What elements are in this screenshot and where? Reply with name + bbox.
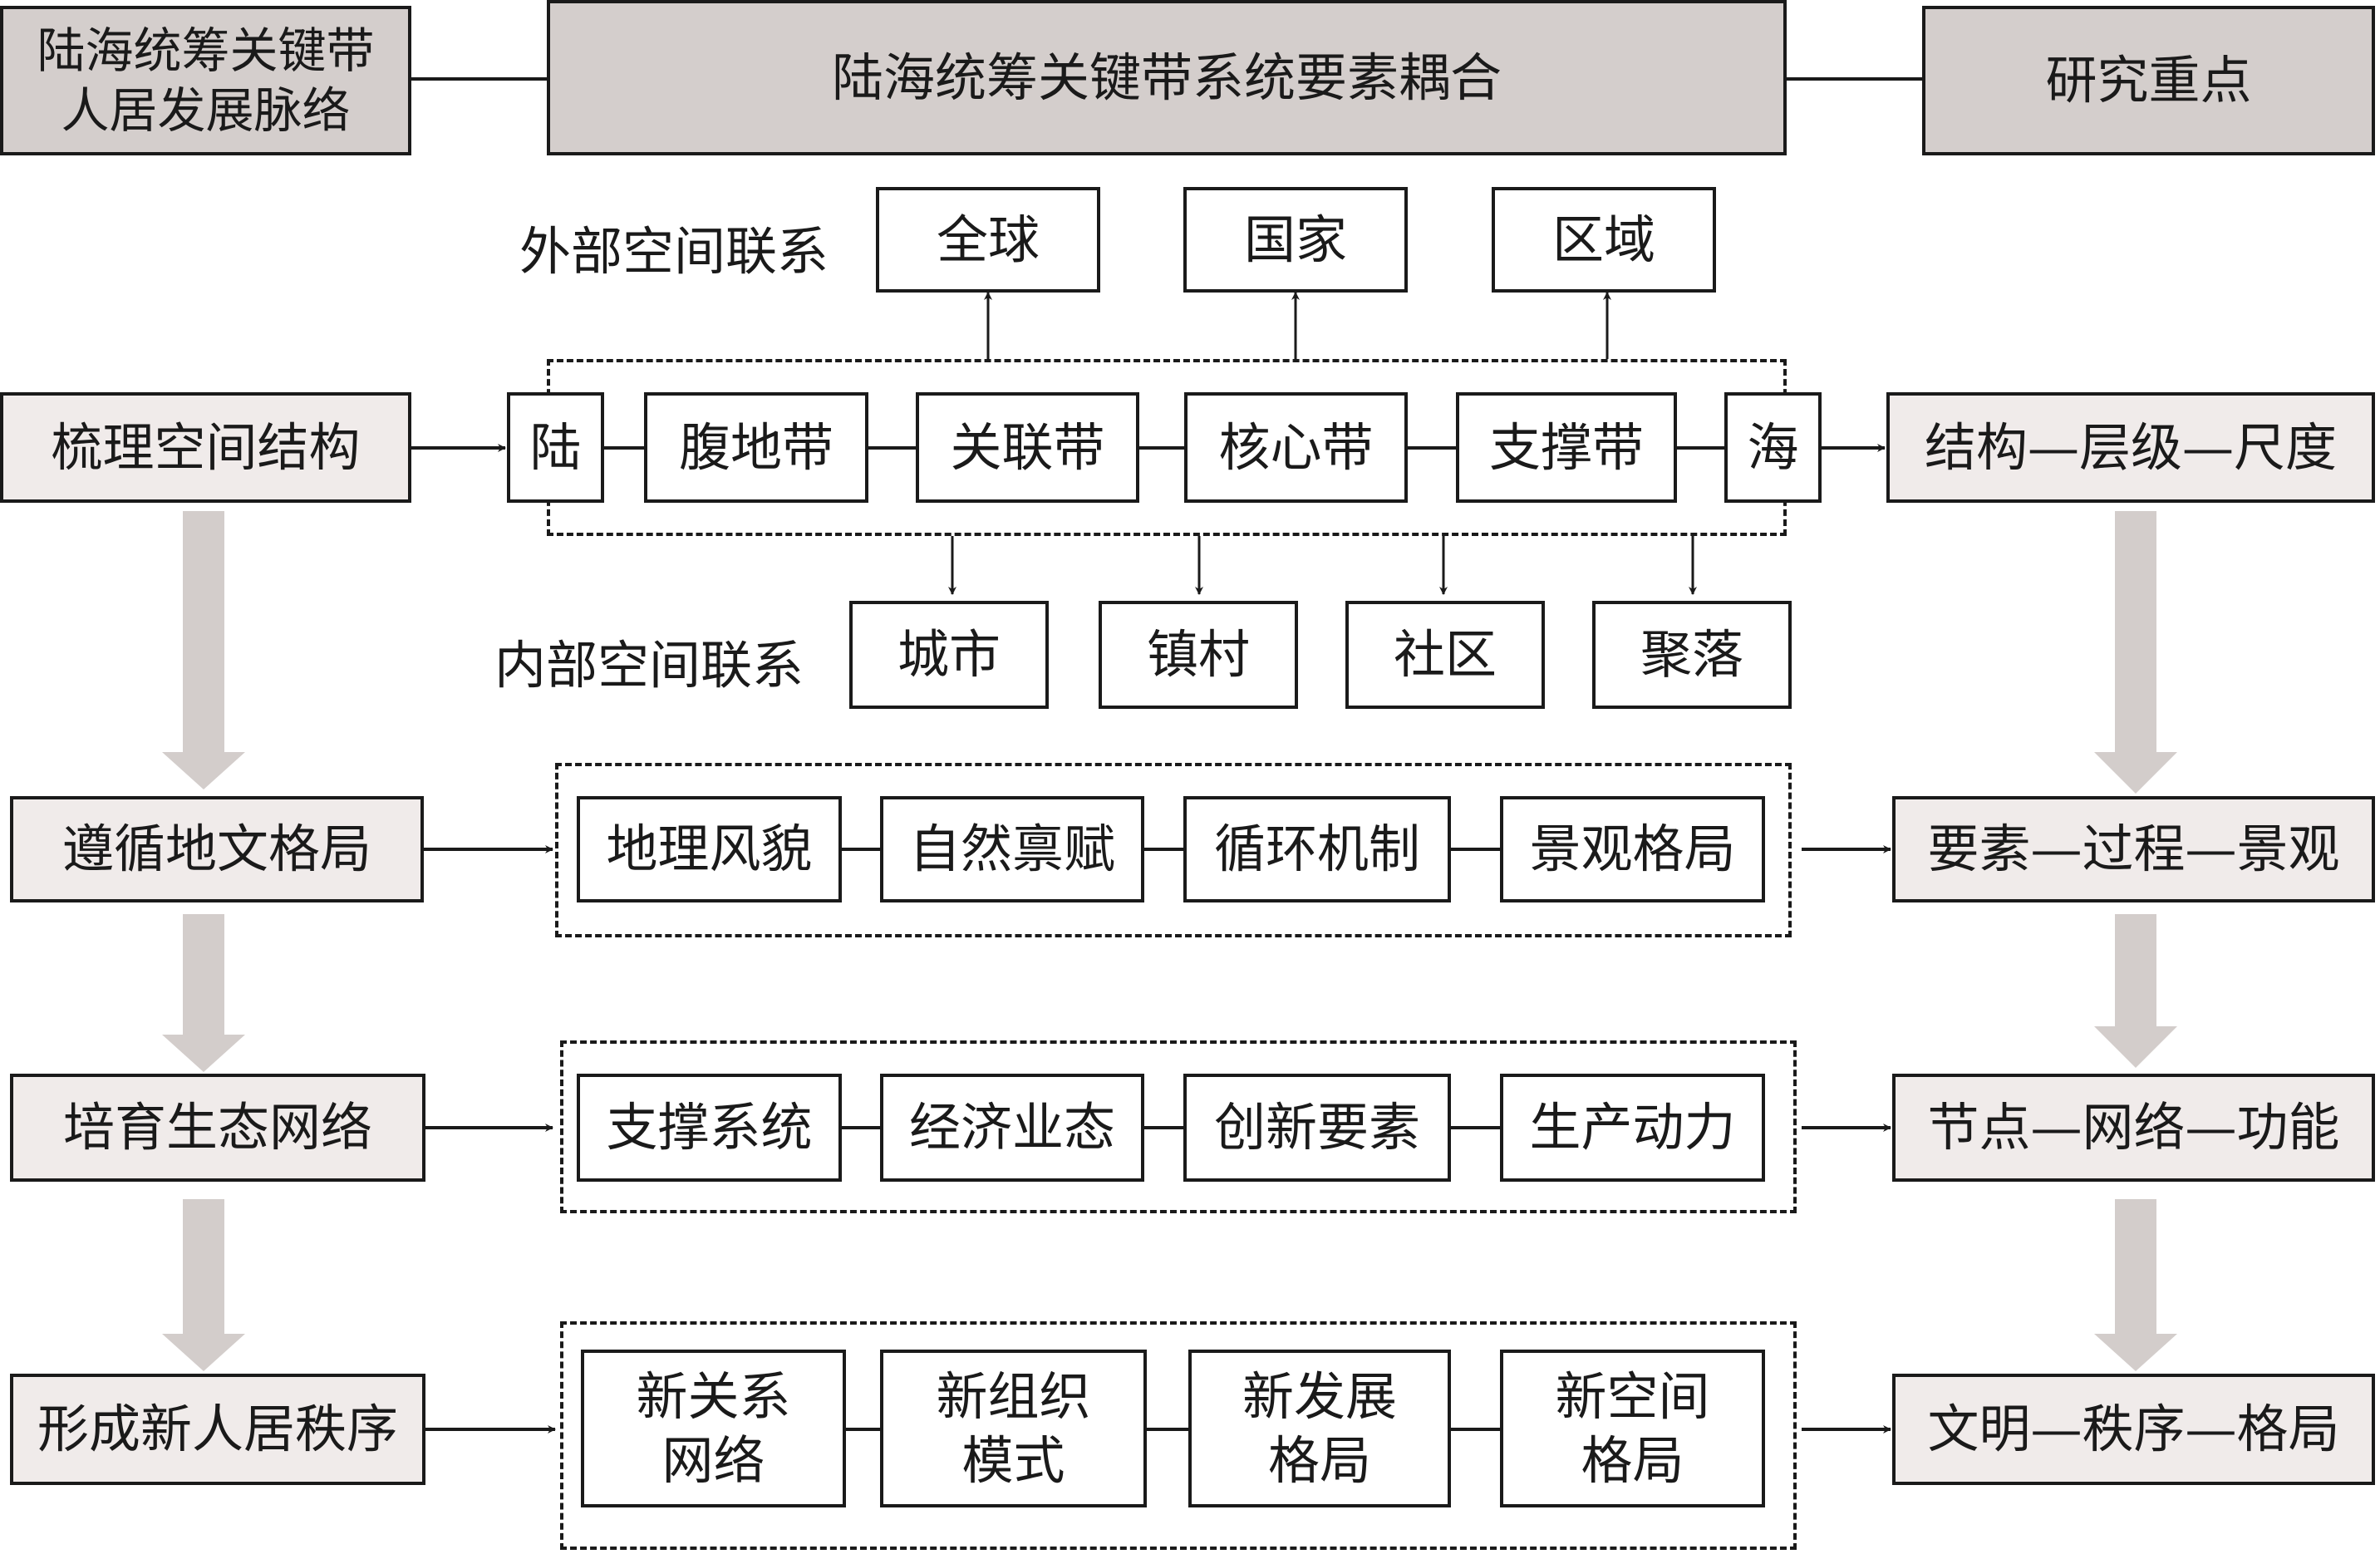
row4-item-1: 新关系 网络 [581, 1350, 846, 1507]
row2-right-box: 要素—过程—景观 [1892, 796, 2375, 902]
row1-left-box: 梳理空间结构 [0, 392, 411, 503]
big-arrow-right-3 [2094, 1199, 2177, 1371]
row2-item-4: 景观格局 [1500, 796, 1765, 902]
row4-item-3: 新发展 格局 [1188, 1350, 1451, 1507]
row2-item-1: 地理风貌 [577, 796, 842, 902]
row1-item-sea: 海 [1724, 392, 1822, 503]
big-arrow-right-1 [2094, 511, 2177, 794]
row4-right-box: 文明—秩序—格局 [1892, 1374, 2375, 1485]
row3-left-box: 培育生态网络 [10, 1074, 425, 1182]
row1-item-linkage: 关联带 [916, 392, 1139, 503]
external-regional: 区域 [1492, 187, 1716, 293]
row2-item-3: 循环机制 [1183, 796, 1451, 902]
row1-item-land: 陆 [507, 392, 604, 503]
row4-item-4: 新空间 格局 [1500, 1350, 1765, 1507]
row3-item-3: 创新要素 [1183, 1074, 1451, 1182]
row1-item-core: 核心带 [1184, 392, 1408, 503]
row4-item-2: 新组织 模式 [880, 1350, 1147, 1507]
dashed-group-row4 [560, 1321, 1797, 1550]
big-arrow-right-2 [2094, 914, 2177, 1068]
dashed-group-row3 [560, 1040, 1797, 1213]
row4-left-box: 形成新人居秩序 [10, 1374, 425, 1485]
big-arrow-left-1 [162, 511, 245, 789]
external-links-label: 外部空间联系 [519, 221, 829, 282]
internal-links-label: 内部空间联系 [494, 635, 804, 696]
row3-item-1: 支撑系统 [577, 1074, 842, 1182]
dashed-group-row2 [555, 763, 1792, 937]
header-right-box: 研究重点 [1922, 6, 2375, 155]
row2-left-box: 遵循地文格局 [10, 796, 424, 902]
row1-item-support: 支撑带 [1456, 392, 1677, 503]
row1-right-box: 结构—层级—尺度 [1886, 392, 2375, 503]
external-global: 全球 [876, 187, 1100, 293]
internal-community: 社区 [1345, 601, 1545, 709]
row2-item-2: 自然禀赋 [880, 796, 1144, 902]
internal-town: 镇村 [1099, 601, 1298, 709]
row3-item-4: 生产动力 [1500, 1074, 1765, 1182]
row1-item-hinterland: 腹地带 [644, 392, 868, 503]
internal-settlement: 聚落 [1592, 601, 1792, 709]
external-national: 国家 [1183, 187, 1408, 293]
internal-city: 城市 [849, 601, 1049, 709]
big-arrow-left-3 [162, 1199, 245, 1371]
row3-item-2: 经济业态 [880, 1074, 1144, 1182]
big-arrow-left-2 [162, 914, 245, 1072]
header-left-box: 陆海统筹关键带 人居发展脉络 [0, 6, 411, 155]
header-center-box: 陆海统筹关键带系统要素耦合 [547, 0, 1787, 155]
row3-right-box: 节点—网络—功能 [1892, 1074, 2375, 1182]
